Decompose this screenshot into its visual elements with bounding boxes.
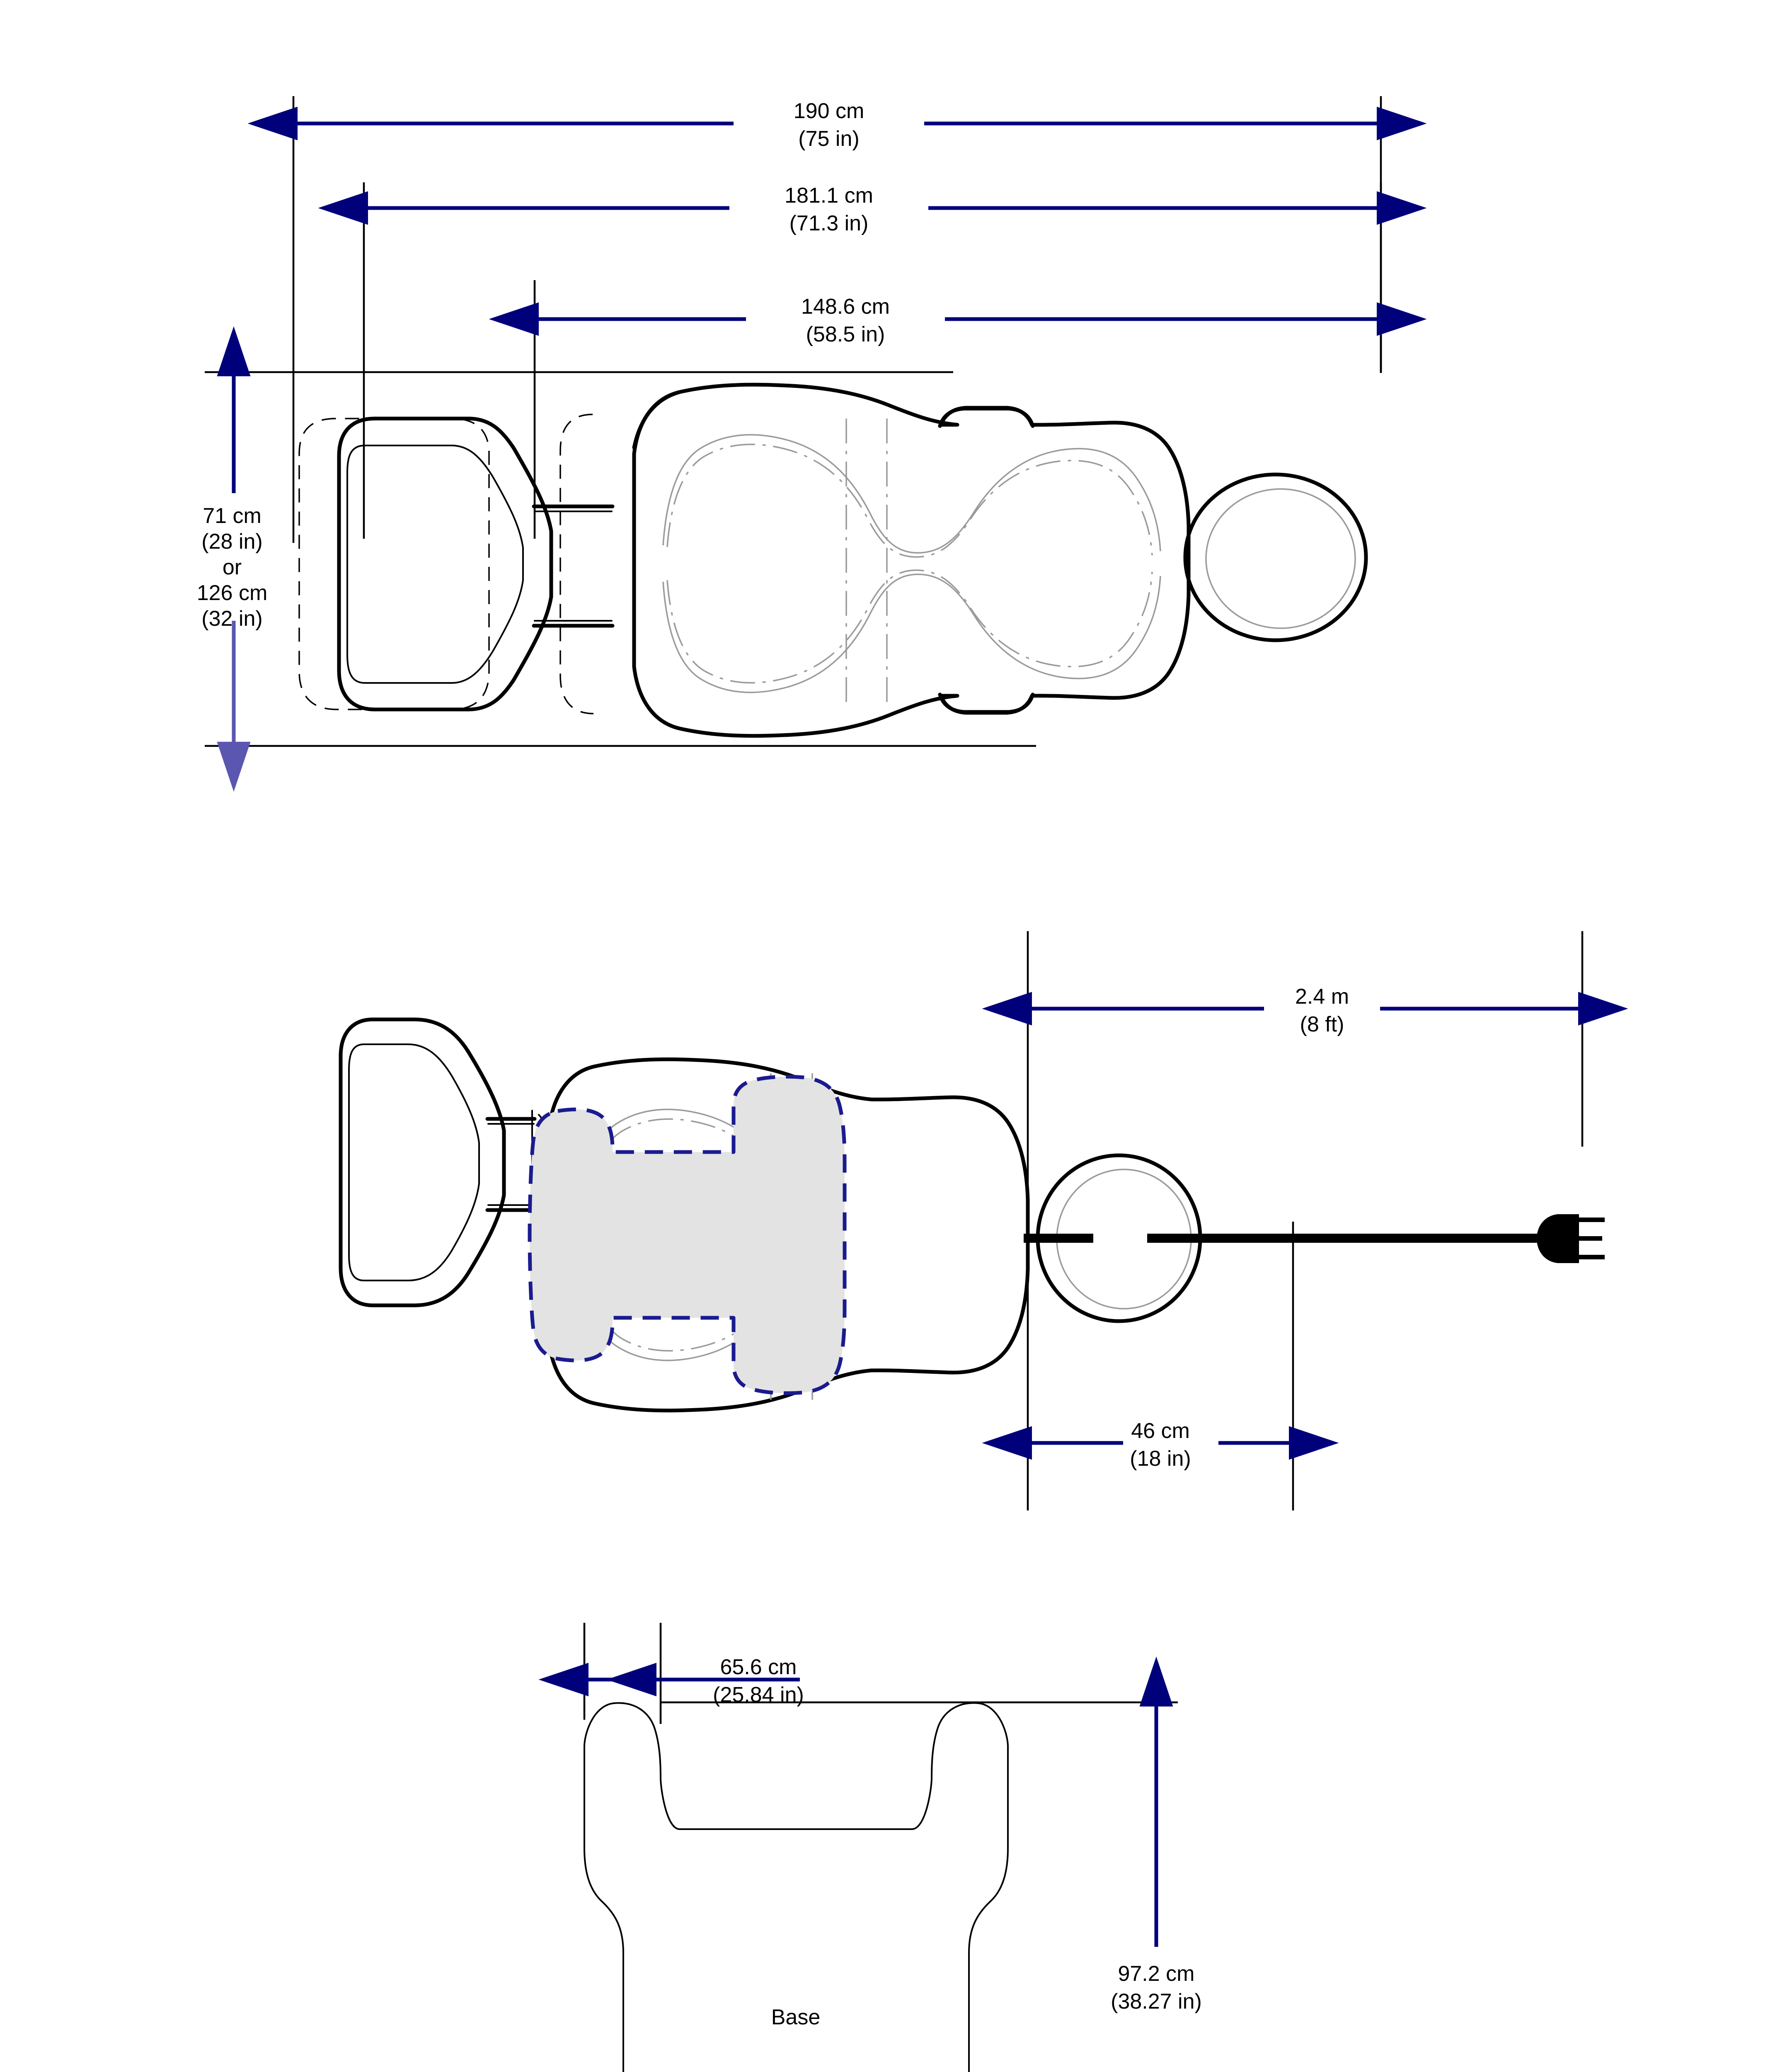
dimension-181cm-imperial: (71.3 in)	[789, 211, 869, 235]
chair-body-outline	[632, 382, 1191, 738]
dimension-46cm-imperial: (18 in)	[1130, 1447, 1191, 1471]
chair-bottom-notch	[938, 692, 1035, 714]
middle-view-group: 2.4 m (8 ft) 46 cm (18 in)	[339, 931, 1628, 1510]
footrest-outline	[337, 416, 553, 712]
dimension-181cm-metric: 181.1 cm	[785, 184, 873, 208]
seat-extension-ghost	[559, 414, 594, 714]
dimension-148cm-metric: 148.6 cm	[801, 295, 890, 319]
mid-footrest-outline	[339, 1017, 506, 1307]
dimension-190cm-metric: 190 cm	[794, 99, 865, 123]
dimension-width-line1: 71 cm	[203, 504, 262, 528]
dimension-97_2cm: 97.2 cm (38.27 in)	[1111, 1656, 1202, 2014]
dimension-148cm: 148.6 cm (58.5 in)	[489, 295, 1427, 346]
base-footprint-outline	[584, 1702, 1009, 2072]
footrest-retracted-outline	[298, 418, 490, 710]
upholstery-ghost-upper-dash	[666, 443, 1153, 558]
upholstery-ghost-upper	[662, 434, 1161, 554]
dimension-97_2cm-imperial: (38.27 in)	[1111, 1990, 1202, 2014]
dimension-65_6cm-metric: 65.6 cm	[720, 1655, 797, 1679]
dimension-65_6cm-imperial: (25.84 in)	[713, 1683, 804, 1707]
headrest-outline	[1183, 472, 1368, 642]
dimension-2_4m-metric: 2.4 m	[1295, 985, 1349, 1009]
dimension-190cm-imperial: (75 in)	[798, 127, 859, 151]
dimension-2_4m: 2.4 m (8 ft)	[982, 985, 1628, 1036]
power-plug-icon	[1537, 1214, 1605, 1263]
dimension-190cm: 190 cm (75 in)	[247, 99, 1427, 151]
dimension-46cm: 46 cm (18 in)	[982, 1419, 1339, 1471]
dimension-65_6cm: 65.6 cm (25.84 in)	[538, 1655, 804, 1707]
base-label: Base	[771, 2005, 821, 2029]
dimension-width-vertical: 71 cm (28 in) or 126 cm (32 in)	[197, 326, 268, 792]
dimension-width-line2: (28 in)	[201, 530, 262, 554]
dimension-2_4m-imperial: (8 ft)	[1300, 1012, 1344, 1036]
base-view-group: 65.6 cm (25.84 in) 63.3 cm (26.88 in) 97…	[538, 1623, 1202, 2072]
dimension-148cm-imperial: (58.5 in)	[806, 322, 885, 346]
dimension-width-line3: or	[223, 555, 242, 579]
headrest-inner-ghost	[1205, 488, 1356, 629]
dimension-97_2cm-metric: 97.2 cm	[1118, 1962, 1195, 1986]
dimension-46cm-metric: 46 cm	[1131, 1419, 1190, 1443]
dimension-width-line5: (32 in)	[201, 607, 262, 631]
chair-shoulder-crease	[632, 390, 682, 450]
top-view-group: 190 cm (75 in) 181.1 cm (71.3 in) 148.6 …	[197, 96, 1427, 792]
dimension-181cm: 181.1 cm (71.3 in)	[318, 184, 1427, 235]
footrest-inner-pad	[346, 445, 524, 684]
chair-top-notch	[938, 407, 1035, 428]
upholstery-ghost-lower	[662, 574, 1161, 693]
dimension-width-line4: 126 cm	[197, 581, 268, 605]
mid-footrest-inner-pad	[348, 1043, 480, 1281]
clearance-shaded-region[interactable]	[528, 1075, 847, 1395]
upholstery-ghost-lower-dash	[666, 569, 1153, 684]
mid-chair-body-outline	[547, 1057, 1030, 1413]
